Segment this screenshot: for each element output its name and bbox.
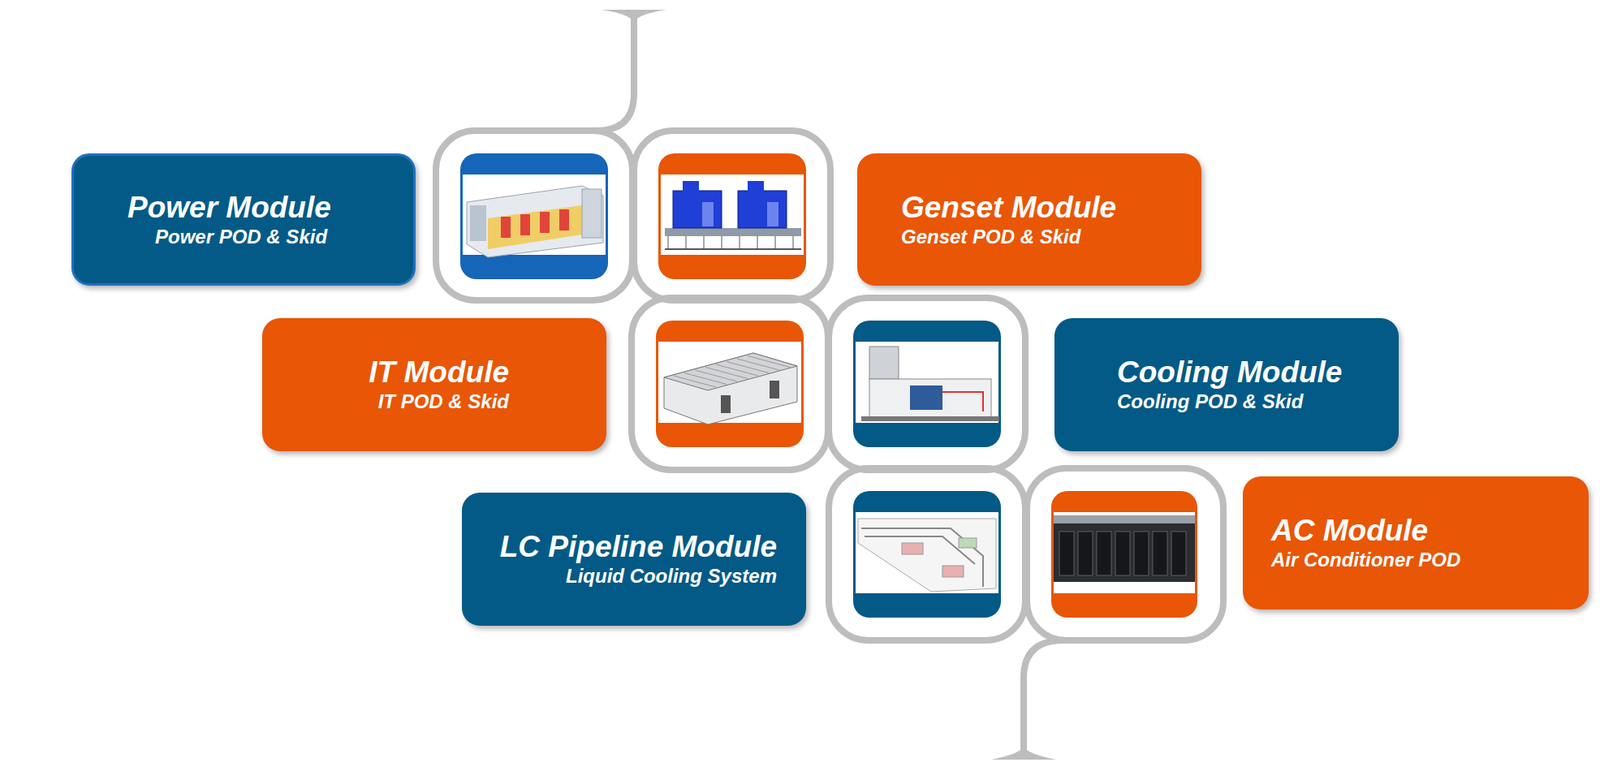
picture-part	[539, 211, 550, 233]
picture-part	[1078, 531, 1093, 576]
module-subtitle: Liquid Cooling System	[565, 564, 777, 589]
picture-part	[721, 236, 723, 250]
module-picture	[853, 320, 1001, 448]
picture-part	[582, 189, 602, 238]
picture-part	[684, 373, 727, 385]
picture-part	[703, 236, 705, 250]
track-outline	[828, 297, 1026, 471]
picture-part	[720, 395, 731, 414]
picture-part	[769, 380, 780, 399]
picture-part	[793, 236, 794, 250]
lead-cap	[991, 745, 1057, 760]
picture-part	[1059, 531, 1074, 576]
module-title: Genset Module	[901, 190, 1117, 225]
module-box: Power ModulePower POD & Skid	[71, 153, 416, 286]
track-outline	[633, 130, 831, 301]
picture-ground	[1053, 512, 1195, 594]
track-outline	[828, 468, 1026, 641]
track-outline	[631, 297, 829, 471]
picture-frame	[853, 491, 1001, 618]
picture-part	[1053, 515, 1195, 524]
picture-part	[470, 205, 487, 242]
picture-ground	[855, 341, 999, 423]
picture-part	[958, 538, 977, 548]
picture-part	[767, 202, 779, 227]
picture-part	[702, 202, 714, 227]
picture-part	[942, 565, 964, 578]
picture-part	[664, 228, 802, 237]
module-title: Cooling Module	[1116, 355, 1342, 390]
picture-frame	[655, 320, 804, 448]
picture-part	[1053, 523, 1195, 583]
picture-part	[685, 236, 687, 250]
picture-part	[726, 362, 769, 374]
picture-part	[664, 353, 798, 425]
module-title: IT Module	[368, 355, 509, 390]
module-picture	[1051, 491, 1198, 618]
picture-part	[869, 379, 992, 419]
picture-part	[739, 236, 741, 250]
picture-part	[1152, 531, 1168, 576]
picture-part	[869, 346, 899, 380]
module-title: AC Module	[1271, 513, 1428, 548]
picture-part	[1134, 531, 1149, 576]
picture-part	[747, 181, 764, 193]
lead-cap	[601, 9, 667, 25]
picture-part	[1115, 531, 1130, 576]
picture-part	[559, 209, 570, 231]
track-outline	[435, 130, 633, 301]
module-subtitle: Cooling POD & Skid	[1116, 389, 1303, 415]
picture-part	[672, 190, 722, 229]
picture-part	[861, 528, 984, 587]
picture-frame	[460, 153, 609, 280]
module-subtitle: IT POD & Skid	[378, 389, 509, 415]
module-picture	[853, 491, 1001, 618]
module-box: IT ModuleIT POD & Skid	[262, 318, 607, 452]
picture-part	[664, 248, 802, 251]
picture-part	[909, 385, 943, 410]
picture-frame	[1051, 491, 1198, 618]
picture-part	[737, 358, 780, 371]
picture-frame	[658, 153, 807, 280]
picture-ground	[660, 174, 804, 255]
track-outline	[1026, 468, 1224, 641]
picture-part	[775, 236, 777, 250]
picture-part	[694, 370, 738, 382]
lead-line	[1023, 640, 1064, 759]
module-box: Cooling ModuleCooling POD & Skid	[1054, 318, 1399, 452]
picture-part	[682, 181, 699, 193]
picture-part	[500, 216, 511, 238]
picture-part	[942, 392, 984, 412]
picture-part	[737, 190, 787, 229]
module-subtitle: Air Conditioner POD	[1271, 547, 1461, 573]
picture-frame	[853, 320, 1001, 448]
lead-line	[568, 11, 634, 131]
picture-part	[705, 367, 748, 380]
module-picture	[655, 320, 804, 448]
picture-part	[466, 185, 604, 258]
picture-ground	[855, 512, 999, 594]
module-subtitle: Power POD & Skid	[127, 224, 328, 250]
module-box: LC Pipeline ModuleLiquid Cooling System	[461, 492, 807, 626]
module-picture	[460, 153, 609, 280]
module-subtitle: Genset POD & Skid	[901, 224, 1081, 250]
picture-part	[861, 416, 1000, 422]
picture-part	[668, 236, 669, 250]
picture-part	[858, 518, 997, 592]
picture-part	[487, 205, 583, 250]
module-title: LC Pipeline Module	[500, 530, 777, 565]
picture-part	[747, 356, 790, 368]
picture-part	[901, 543, 923, 555]
module-box: AC ModuleAir Conditioner POD	[1242, 476, 1589, 610]
module-box: Genset ModuleGenset POD & Skid	[857, 153, 1202, 286]
picture-part	[757, 236, 759, 250]
picture-part	[715, 364, 759, 376]
module-picture	[658, 153, 807, 280]
picture-part	[673, 375, 716, 388]
picture-part	[1171, 531, 1186, 576]
picture-part	[1096, 531, 1112, 576]
module-title: Power Module	[127, 190, 332, 225]
picture-part	[520, 214, 531, 236]
